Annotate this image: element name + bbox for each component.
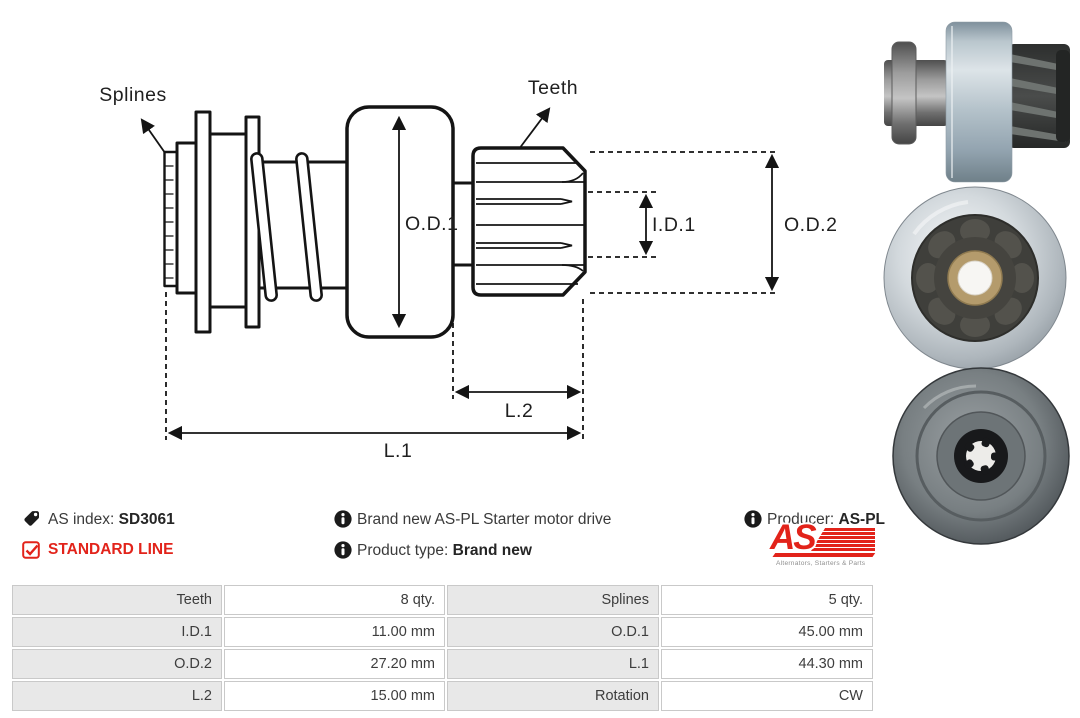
product-photo-front — [883, 186, 1067, 370]
spec-value: 45.00 mm — [661, 617, 873, 647]
label-id1: I.D.1 — [652, 214, 696, 236]
spec-label: L.1 — [447, 649, 659, 679]
dimension-arrows — [167, 115, 780, 441]
spring-coil-1 — [250, 152, 278, 302]
spec-label: I.D.1 — [12, 617, 222, 647]
product-type: Product type: Brand new — [357, 541, 532, 560]
producer-label: Producer: — [767, 511, 835, 528]
cylinder — [208, 132, 250, 309]
spec-label: Teeth — [12, 585, 222, 615]
info-icon — [334, 510, 352, 528]
producer: Producer: AS-PL — [767, 510, 885, 529]
spline-serrations — [164, 165, 174, 279]
label-l2: L.2 — [505, 400, 534, 422]
as-pl-logo-tagline: Alternators, Starters & Parts — [776, 560, 866, 567]
spline-hole-notches — [964, 437, 1001, 475]
as-index-value: SD3061 — [118, 511, 175, 528]
collar — [175, 141, 198, 295]
as-pl-logo-mark: AS — [770, 518, 878, 558]
product-photo-back — [892, 367, 1070, 545]
gear-teeth-lines — [476, 162, 584, 285]
label-splines: Splines — [99, 84, 166, 106]
neck — [453, 181, 473, 267]
spec-label: Rotation — [447, 681, 659, 711]
spec-value: 27.20 mm — [224, 649, 445, 679]
product-description: Brand new AS-PL Starter motor drive — [357, 511, 612, 528]
checkbox-checked-icon — [22, 541, 40, 559]
producer-value: AS-PL — [838, 511, 886, 528]
label-od1: O.D.1 — [405, 213, 458, 235]
spec-label: O.D.2 — [12, 649, 222, 679]
info-icon — [334, 541, 352, 559]
spring-coil-2 — [295, 152, 323, 302]
spec-value: 15.00 mm — [224, 681, 445, 711]
technical-drawing: Splines Teeth O.D.1 I.D.1 O.D.2 L.2 L.1 — [99, 77, 837, 462]
product-type-label: Product type: — [357, 542, 449, 559]
gear-teeth-highlights — [1010, 54, 1068, 142]
spec-value: 44.30 mm — [661, 649, 873, 679]
product-photo-side — [884, 21, 1070, 183]
teeth-leader-arrow — [518, 107, 551, 150]
label-od2: O.D.2 — [784, 214, 837, 236]
pinion-gear — [471, 146, 587, 297]
label-teeth: Teeth — [528, 77, 578, 99]
as-pl-logo: AS Alternators, Starters & Parts — [770, 518, 878, 576]
flange-1 — [194, 110, 212, 334]
as-index-label: AS index: — [48, 511, 115, 528]
product-type-value: Brand new — [452, 542, 532, 559]
spec-label: Splines — [447, 585, 659, 615]
part-outline — [163, 105, 587, 339]
spec-value: CW — [661, 681, 873, 711]
standard-line-badge: STANDARD LINE — [48, 541, 174, 558]
spec-value: 11.00 mm — [224, 617, 445, 647]
info-icon — [744, 510, 762, 528]
as-pl-logo-underline — [772, 553, 876, 557]
label-l1: L.1 — [384, 440, 413, 462]
spec-value: 5 qty. — [661, 585, 873, 615]
tag-icon — [24, 511, 39, 526]
spec-label: L.2 — [12, 681, 222, 711]
extension-lines — [165, 151, 779, 440]
as-index: AS index: SD3061 — [48, 510, 175, 529]
spec-table: Teeth 8 qty. Splines 5 qty. I.D.1 11.00 … — [12, 585, 873, 711]
spec-label: O.D.1 — [447, 617, 659, 647]
as-pl-logo-stripes — [811, 528, 875, 551]
as-pl-logo-text: AS — [770, 518, 817, 557]
spec-value: 8 qty. — [224, 585, 445, 615]
